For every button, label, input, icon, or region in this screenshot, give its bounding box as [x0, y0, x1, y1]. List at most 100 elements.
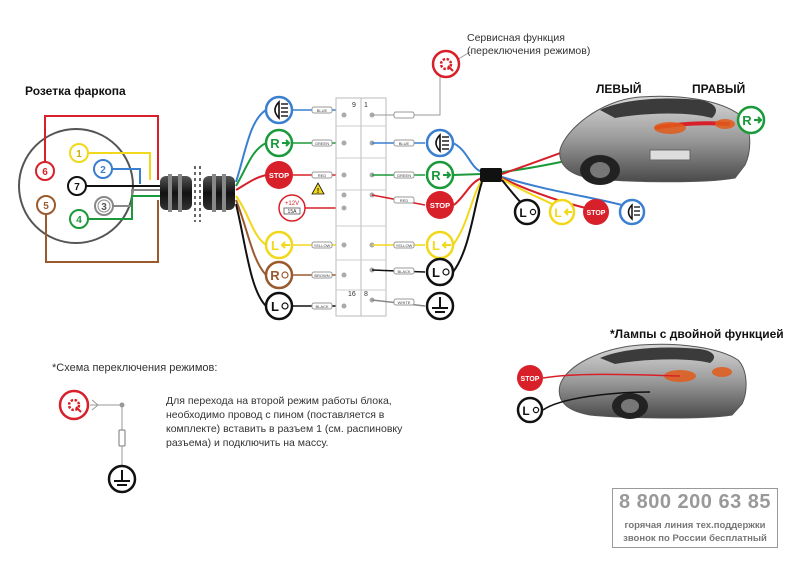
svg-text:WHITE: WHITE — [398, 300, 411, 305]
svg-text:R: R — [270, 136, 280, 151]
svg-text:L: L — [554, 206, 561, 220]
hotline-free-note: звонок по России бесплатный — [623, 533, 767, 544]
service-function-label: Сервисная функция — [467, 32, 565, 44]
svg-text:6: 6 — [42, 167, 48, 178]
socket-pin-2: 2 — [93, 159, 113, 179]
left-turn-icon: L — [264, 230, 294, 260]
svg-text:STOP: STOP — [430, 201, 450, 210]
svg-text:15A: 15A — [288, 209, 298, 215]
left-marker-icon: L — [264, 291, 294, 321]
socket-pin-1: 1 — [69, 143, 89, 163]
svg-text:2: 2 — [100, 165, 106, 176]
pin-tag: GREEN — [393, 171, 415, 179]
svg-text:L: L — [271, 238, 279, 253]
marker-icon: L — [513, 198, 541, 226]
svg-text:BLUE: BLUE — [399, 141, 410, 146]
svg-text:GREEN: GREEN — [397, 173, 411, 178]
svg-text:BROWN: BROWN — [314, 273, 329, 278]
pin-tag: BROWN — [311, 271, 333, 279]
service-function-icon — [431, 49, 461, 79]
svg-text:RED: RED — [400, 198, 409, 203]
pin-tag: BLACK — [311, 302, 333, 310]
pin-tag: WHITE — [393, 298, 415, 306]
trailer-socket: 6 1 2 7 3 5 4 — [18, 115, 162, 263]
svg-text:R: R — [742, 113, 752, 128]
reverse-icon: R — [425, 160, 455, 190]
socket-pin-4: 4 — [69, 209, 89, 229]
turn-icon: L — [548, 198, 576, 226]
ground-icon — [425, 291, 455, 321]
svg-text:16: 16 — [348, 291, 356, 298]
svg-text:4: 4 — [76, 215, 82, 226]
svg-text:BLACK: BLACK — [397, 269, 410, 274]
fog-icon — [425, 128, 455, 158]
stop-icon: STOP — [265, 161, 293, 189]
car-dual-function — [542, 343, 747, 419]
harness-wires-left — [235, 109, 267, 307]
fog-icon — [618, 198, 646, 226]
svg-text:R: R — [270, 268, 280, 283]
svg-text:1: 1 — [76, 149, 82, 160]
svg-text:L: L — [432, 265, 440, 280]
car-rear-view — [559, 95, 751, 185]
pin-tag: BLACK — [393, 267, 415, 275]
pin-tag: GREEN — [311, 139, 333, 147]
marker-icon: L — [425, 257, 455, 287]
stop-icon: STOP — [517, 365, 543, 391]
scheme-title: *Схема переключения режимов: — [52, 362, 218, 374]
svg-text:1: 1 — [364, 102, 368, 109]
connector-plug — [160, 166, 235, 222]
right-marker-icon: R — [264, 260, 294, 290]
svg-text:YELLOW: YELLOW — [396, 243, 413, 248]
svg-text:STOP: STOP — [521, 376, 540, 383]
svg-text:L: L — [519, 206, 526, 220]
svg-text:3: 3 — [101, 202, 107, 213]
svg-text:L: L — [432, 238, 440, 253]
svg-text:YELLOW: YELLOW — [314, 243, 331, 248]
pin-tag: BLUE — [393, 139, 415, 147]
svg-text:L: L — [522, 404, 529, 418]
instruction-text: Для перехода на второй режим работы блок… — [166, 395, 403, 449]
pin-tag: RED — [311, 171, 333, 179]
svg-text:L: L — [271, 299, 279, 314]
pin-tags-left: BLUE GREEN RED YELLOW BROWN BLACK — [311, 106, 333, 310]
svg-text:STOP: STOP — [587, 210, 606, 217]
socket-pin-7: 7 — [67, 176, 87, 196]
right-side-label: ПРАВЫЙ — [692, 82, 746, 96]
hotline-box: 8 800 200 63 85 горячая линия тех.поддер… — [612, 488, 778, 548]
svg-text:STOP: STOP — [269, 171, 289, 180]
socket-pin-3: 3 — [94, 196, 114, 216]
hotline-number: 8 800 200 63 85 — [618, 491, 772, 513]
pin-tag: BLUE — [311, 106, 333, 114]
terminal-block: 9 1 16 8 — [335, 97, 387, 317]
stop-icon: STOP — [583, 199, 609, 225]
svg-text:5: 5 — [43, 201, 49, 212]
svg-text:+12V: +12V — [285, 201, 299, 207]
pin-tag: RED — [393, 196, 415, 204]
socket-title: Розетка фаркопа — [25, 84, 126, 98]
socket-wires — [44, 115, 162, 263]
dual-function-note: *Лампы с двойной функцией — [610, 327, 784, 341]
svg-text:GREEN: GREEN — [315, 141, 329, 146]
svg-text:R: R — [431, 168, 441, 183]
svg-text:RED: RED — [318, 173, 327, 178]
stop-icon: STOP — [426, 191, 454, 219]
pin-tag: YELLOW — [393, 241, 415, 249]
marker-icon: L — [516, 396, 544, 424]
reverse-icon: R — [264, 128, 294, 158]
left-side-label: ЛЕВЫЙ — [596, 82, 642, 96]
fuse: +12V 15A ! — [278, 182, 344, 222]
fog-icon — [264, 95, 294, 125]
socket-pin-6: 6 — [35, 161, 55, 181]
pin-tags-right: BLUE GREEN RED YELLOW BLACK WHITE — [393, 139, 415, 306]
socket-pin-5: 5 — [36, 195, 56, 215]
mode-switch-scheme — [58, 389, 137, 494]
svg-text:BLACK: BLACK — [315, 304, 328, 309]
service-function-sublabel: (переключения режимов) — [467, 45, 591, 57]
svg-text:8: 8 — [364, 291, 368, 298]
svg-text:!: ! — [317, 188, 319, 195]
reverse-icon: R — [736, 105, 766, 135]
turn-icon: L — [425, 230, 455, 260]
svg-text:9: 9 — [352, 102, 356, 109]
